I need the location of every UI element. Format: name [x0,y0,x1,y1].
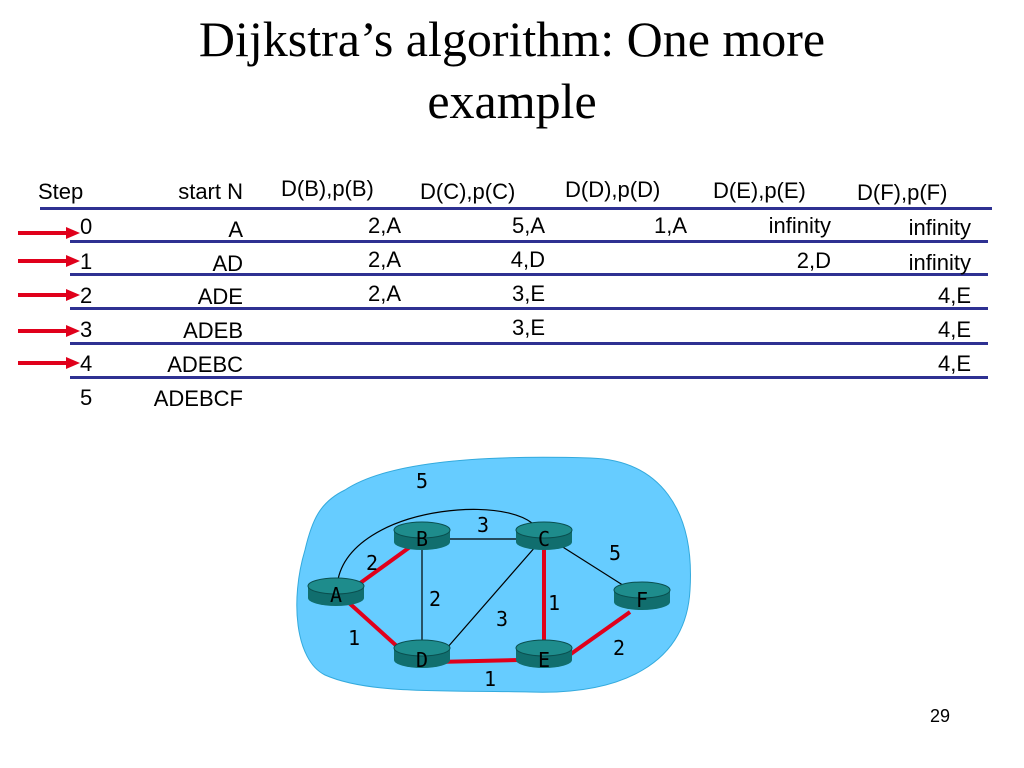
slide-title-line1: Dijkstra’s algorithm: One more [198,11,826,67]
header-step: Step [38,179,84,204]
router-node-b: B [393,521,451,551]
table-rule-row2 [70,307,988,310]
tree-edge-e-f [566,610,632,658]
header-start-n: start N [178,179,243,204]
cell-startn-3: ADEB [183,318,243,343]
arrow-icon-row0 [18,227,80,239]
cell-dc-2: 3,E [511,281,545,306]
cell-dd-0: 1,A [653,213,687,238]
cell-step-5: 5 [80,385,93,410]
table-rule-header [40,207,992,210]
weight-d-e: 1 [484,667,496,691]
cell-dc-0: 5,A [511,213,545,238]
cell-step-4: 4 [80,351,93,376]
node-label-f: F [636,588,648,612]
router-node-d: D [393,639,451,672]
node-label-b: B [416,527,428,551]
slide-title: Dijkstra’s algorithm: One more example [0,8,1024,132]
cell-db-0: 2,A [367,213,401,238]
node-label-a: A [330,583,342,607]
network-graph: A B C D E F 2 1 5 3 2 1 5 1 3 2 [296,456,691,693]
node-label-d: D [416,648,428,672]
cell-step-2: 2 [80,283,93,308]
cell-df-2: 4,E [937,283,971,308]
table-rule-row1 [70,273,988,276]
weight-b-c: 3 [477,513,489,537]
cell-df-4: 4,E [937,351,971,376]
weight-a-c: 5 [416,469,428,493]
arrow-icon-row2 [18,289,80,301]
cell-startn-1: AD [212,251,243,276]
cell-de-0: infinity [768,213,831,238]
cell-dc-1: 4,D [510,247,545,272]
router-node-f: F [613,581,671,612]
cell-step-0: 0 [80,214,93,239]
header-dc: D(C),p(C) [420,179,516,204]
cell-df-1: infinity [908,250,971,275]
cell-startn-2: ADE [197,284,243,309]
header-de: D(E),p(E) [713,178,806,203]
cell-step-3: 3 [80,317,93,342]
network-cloud [296,456,691,693]
cell-df-3: 4,E [937,317,971,342]
node-label-c: C [538,527,550,551]
tree-edge-d-e [435,658,521,664]
cell-startn-0: A [228,217,243,242]
header-dd: D(D),p(D) [565,177,661,202]
cell-startn-4: ADEBC [167,352,243,377]
cell-startn-5: ADEBCF [153,386,243,411]
weight-a-b: 2 [366,551,378,575]
weight-a-d: 1 [348,626,360,650]
table-rule-row4 [70,376,988,379]
cell-de-1: 2,D [796,248,831,273]
tree-edge-a-b [350,545,412,591]
slide-title-line2: example [427,73,597,129]
cell-step-1: 1 [80,249,93,274]
edge-d-c [439,545,537,657]
weight-c-e: 1 [548,591,560,615]
arrow-icon-row4 [18,357,80,369]
weight-e-f: 2 [613,636,625,660]
header-df: D(F),p(F) [857,180,948,205]
cell-db-1: 2,A [367,247,401,272]
arrow-icon-row1 [18,255,80,267]
cell-df-0: infinity [908,215,971,240]
weight-c-f: 5 [609,541,621,565]
cell-db-2: 2,A [367,281,401,306]
cell-dc-3: 3,E [511,315,545,340]
header-db: D(B),p(B) [281,176,374,201]
router-node-e: E [515,639,573,672]
weight-d-c: 3 [496,607,508,631]
router-node-c: C [515,521,573,551]
table-rule-row3 [70,342,988,345]
arrow-icon-row3 [18,325,80,337]
table-rule-row0 [70,240,988,243]
edge-a-c [336,508,541,587]
weight-b-d: 2 [429,587,441,611]
node-label-e: E [538,648,550,672]
page-number: 29 [930,706,951,726]
router-node-a: A [307,577,365,607]
